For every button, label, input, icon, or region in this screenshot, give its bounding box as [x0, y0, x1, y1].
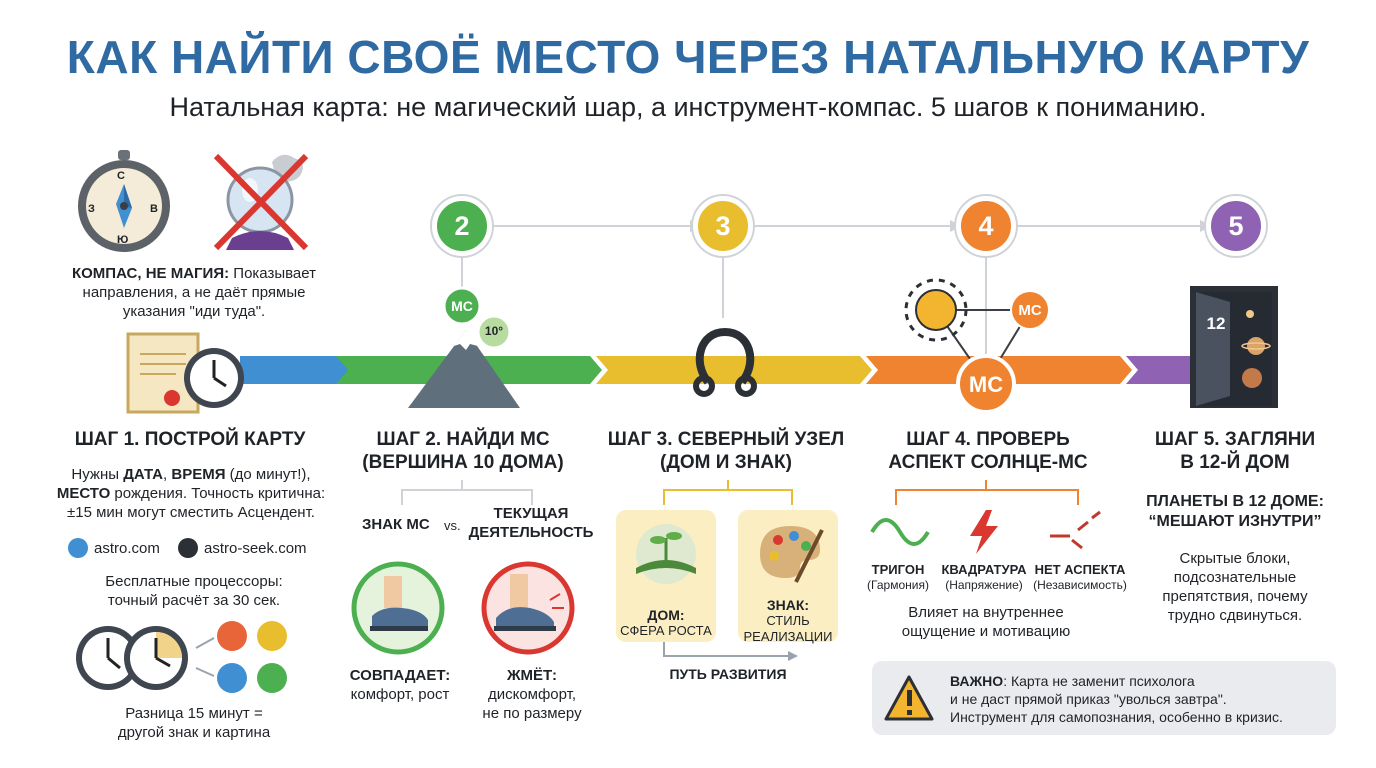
compass-icon — [78, 150, 170, 252]
sun-mc-aspect-icon — [904, 278, 1050, 414]
house-card: ДОМ: СФЕРА РОСТА — [616, 510, 716, 642]
palette-icon — [760, 526, 824, 583]
step2-tight: ЖМЁТ:дискомфорт,не по размеру — [482, 667, 582, 722]
step4-number: 4 — [956, 196, 1016, 256]
intro-label: КОМПАС, НЕ МАГИЯ: — [71, 265, 230, 282]
step1-free: Бесплатные процессоры:точный расчёт за 3… — [105, 573, 283, 609]
house-label: ДОМ: — [647, 607, 685, 623]
compass-n: С — [117, 170, 125, 182]
square-label: КВАДРАТУРА(Напряжение) — [941, 562, 1027, 592]
bracket-4 — [895, 480, 1079, 505]
door-number: 12 — [1206, 314, 1226, 333]
field-plant-icon — [636, 524, 696, 584]
note-text: ВАЖНО: Карта не заменит психолога и не д… — [950, 673, 1283, 725]
mountain-icon — [408, 286, 520, 408]
tight-shoe-icon — [481, 561, 575, 655]
step1-title: ШАГ 1. ПОСТРОЙ КАРТУ — [74, 429, 306, 450]
certificate-clock-icon — [126, 332, 244, 414]
astro-com-icon — [68, 538, 88, 558]
no-aspect-icon — [1050, 510, 1101, 550]
step1-desc: Нужны ДАТА, ВРЕМЯ (до минут!), МЕСТО рож… — [56, 466, 326, 521]
step5-subtitle: ПЛАНЕТЫ В 12 ДОМЕ:“МЕШАЮТ ИЗНУТРИ” — [1146, 493, 1324, 530]
mc-label: MC — [451, 298, 473, 314]
link-astro-seek[interactable]: astro-seek.com — [178, 538, 307, 558]
crossed-crystal-ball-icon — [213, 153, 309, 251]
page-title: КАК НАЙТИ СВОЁ МЕСТО ЧЕРЕЗ НАТАЛЬНУЮ КАР… — [66, 31, 1310, 83]
step3-title: ШАГ 3. СЕВЕРНЫЙ УЗЕЛ(ДОМ И ЗНАК) — [607, 429, 845, 473]
house-desc: СФЕРА РОСТА — [620, 623, 712, 638]
band-blue — [240, 356, 352, 384]
step5-number: 5 — [1206, 196, 1266, 256]
trine-wave-icon — [870, 518, 930, 546]
fitting-shoe-icon — [351, 561, 445, 655]
path-label: ПУТЬ РАЗВИТИЯ — [669, 666, 787, 682]
trine-label: ТРИГОН(Гармония) — [867, 562, 929, 592]
step1-diff: Разница 15 минут =другой знак и картина — [117, 705, 271, 741]
band-yellow — [596, 356, 872, 384]
sign-label: ЗНАК: — [766, 597, 810, 613]
mc-small-label: MC — [1018, 302, 1042, 319]
path-arrow — [663, 640, 790, 657]
page-subtitle: Натальная карта: не магический шар, а ин… — [169, 92, 1207, 122]
step2-number: 2 — [432, 196, 492, 256]
square-lightning-icon — [970, 510, 998, 554]
intro-text: КОМПАС, НЕ МАГИЯ: Показывает направления… — [71, 265, 316, 320]
north-node-icon — [693, 327, 757, 397]
step3-number: 3 — [693, 196, 753, 256]
no-aspect-label: НЕТ АСПЕКТА(Независимость) — [1033, 562, 1127, 592]
vs-label: vs. — [444, 518, 461, 533]
mc-degree: 10° — [484, 324, 504, 338]
clocks-zodiac-icon — [76, 621, 287, 693]
link-astro-com[interactable]: astro.com — [68, 538, 160, 558]
astro-seek-icon — [178, 538, 198, 558]
important-note — [872, 661, 1336, 735]
compass-s: Ю — [117, 234, 129, 246]
warning-icon — [884, 675, 934, 721]
compass-e: В — [150, 203, 158, 215]
bracket-2 — [401, 480, 533, 505]
step2-title: ШАГ 2. НАЙДИ MC(ВЕРШИНА 10 ДОМА) — [362, 429, 564, 473]
door-planets-icon — [1190, 286, 1278, 408]
step2-match: СОВПАДАЕТ:комфорт, рост — [349, 667, 451, 703]
sign-mc-label: ЗНАК MC — [362, 516, 430, 533]
mc-big-label: MC — [968, 372, 1004, 397]
compass-w: З — [88, 203, 95, 215]
bracket-3 — [663, 480, 793, 505]
